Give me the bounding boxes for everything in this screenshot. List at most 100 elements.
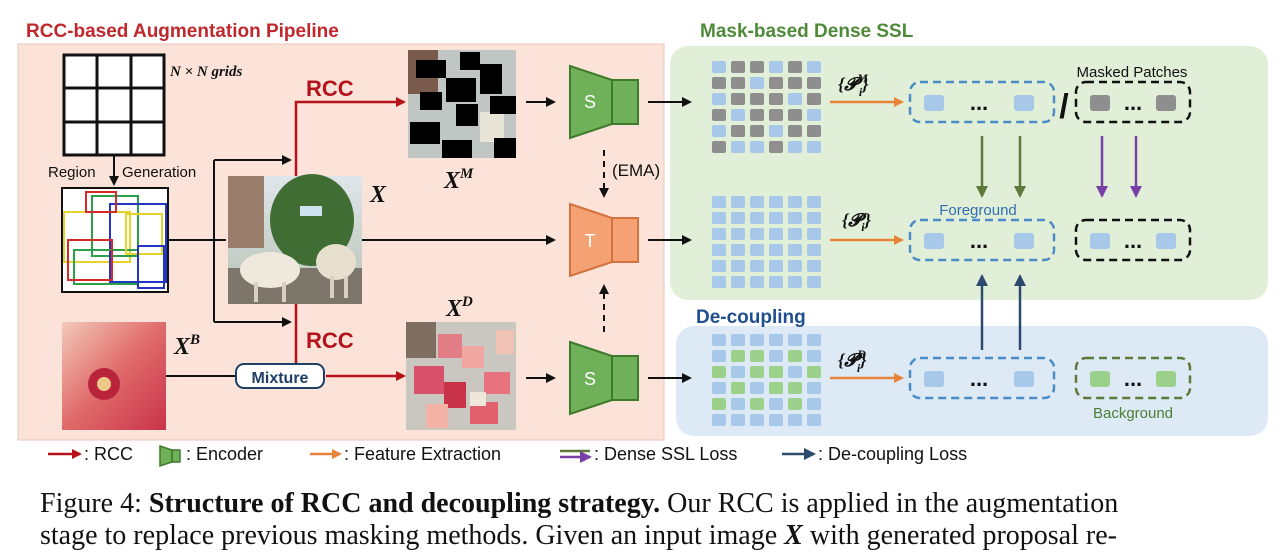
- foreground-label: Foreground: [939, 202, 1017, 219]
- student-encoder-bottom: [569, 340, 639, 416]
- ema-label: (EMA): [612, 161, 660, 180]
- patch-cell: [750, 334, 764, 346]
- patch-cell: [769, 334, 783, 346]
- patch-cell: [750, 398, 764, 410]
- patch-cell: [712, 212, 726, 224]
- patch-cell: [807, 77, 821, 89]
- patch-cell: [712, 244, 726, 256]
- patch-cell: [769, 260, 783, 272]
- patch-cell: [712, 366, 726, 378]
- patch-cell: [769, 77, 783, 89]
- patch-cell: [788, 196, 802, 208]
- patch-cell: [750, 125, 764, 137]
- grid-label: N × N grids: [169, 64, 242, 80]
- feature-box-bottom: [908, 356, 1056, 400]
- patch-cell: [712, 196, 726, 208]
- patch-cell: [750, 77, 764, 89]
- patch-cell: [750, 414, 764, 426]
- ellipsis-masked: ...: [1124, 90, 1142, 115]
- patch-cell: [712, 414, 726, 426]
- generation-label: Generation: [122, 164, 196, 181]
- student-label-top: S: [584, 92, 596, 112]
- teacher-encoder: [569, 202, 639, 278]
- masked-patches-box: [1074, 80, 1192, 124]
- mixed-image-xd: [406, 322, 516, 430]
- mixture-box: [235, 363, 325, 389]
- var-xb: XB: [173, 332, 200, 360]
- patch-cell: [712, 398, 726, 410]
- patch-cell: [750, 109, 764, 121]
- patch-cell: [769, 93, 783, 105]
- caption-line2-a: stage to replace previous masking method…: [40, 520, 785, 551]
- patch-cell: [731, 260, 745, 272]
- patch-cell: [807, 244, 821, 256]
- patch-cell: [731, 276, 745, 288]
- feature-box-middle: [908, 218, 1056, 262]
- patch-cell: [731, 212, 745, 224]
- nxn-grid: [62, 53, 166, 157]
- patch-cell: [769, 125, 783, 137]
- patch-cell: [769, 382, 783, 394]
- patch-cell: [731, 141, 745, 153]
- patch-grid-bottom: [712, 334, 821, 426]
- patch-cell: [769, 61, 783, 73]
- patch-cell: [769, 212, 783, 224]
- var-xm: XM: [443, 166, 474, 194]
- patch-cell: [807, 398, 821, 410]
- patch-cell: [788, 276, 802, 288]
- student-label-bottom: S: [584, 369, 596, 389]
- patch-cell: [788, 414, 802, 426]
- patch-cell: [788, 334, 802, 346]
- patch-cell: [731, 350, 745, 362]
- patch-cell: [731, 366, 745, 378]
- patch-cell: [712, 93, 726, 105]
- patch-cell: [788, 260, 802, 272]
- patch-cell: [750, 244, 764, 256]
- patch-cell: [788, 366, 802, 378]
- figure-caption: Figure 4: Structure of RCC and decouplin…: [40, 488, 1270, 552]
- patch-cell: [712, 334, 726, 346]
- patch-cell: [788, 125, 802, 137]
- caption-bold: Structure of RCC and decoupling strategy…: [148, 488, 661, 519]
- patch-cell: [750, 350, 764, 362]
- pipeline-title: RCC-based Augmentation Pipeline: [26, 21, 339, 42]
- legend-rcc: : RCC: [84, 444, 133, 464]
- background-box: [1074, 356, 1192, 400]
- patch-cell: [731, 125, 745, 137]
- patch-cell: [712, 109, 726, 121]
- patch-cell: [788, 109, 802, 121]
- rcc-label-top: RCC: [306, 76, 354, 101]
- patch-cell: [731, 93, 745, 105]
- slash-separator: /: [1059, 88, 1069, 126]
- patch-cell: [807, 228, 821, 240]
- patch-cell: [750, 61, 764, 73]
- legend-ssl: : Dense SSL Loss: [594, 444, 737, 464]
- patch-cell: [731, 61, 745, 73]
- patch-cell: [731, 77, 745, 89]
- var-x: X: [369, 182, 387, 208]
- region-label: Region: [48, 164, 96, 181]
- patch-cell: [750, 141, 764, 153]
- patch-cell: [731, 196, 745, 208]
- patch-cell: [788, 61, 802, 73]
- caption-line2-b: with generated proposal re-: [802, 520, 1117, 551]
- patch-cell: [731, 382, 745, 394]
- patch-cell: [788, 77, 802, 89]
- ellipsis-background: ...: [1124, 366, 1142, 391]
- caption-line-2: stage to replace previous masking method…: [40, 520, 1270, 552]
- patch-grid-middle: [712, 196, 821, 288]
- patch-cell: [712, 260, 726, 272]
- patch-cell: [807, 260, 821, 272]
- legend-feature: : Feature Extraction: [344, 444, 501, 464]
- ellipsis-bottom: ...: [970, 366, 988, 391]
- patch-cell: [788, 382, 802, 394]
- patch-cell: [807, 212, 821, 224]
- teacher-label: T: [585, 231, 596, 251]
- ssl-title: Mask-based Dense SSL: [700, 21, 914, 42]
- patch-cell: [807, 366, 821, 378]
- patch-cell: [712, 125, 726, 137]
- patch-cell: [769, 244, 783, 256]
- patch-cell: [769, 109, 783, 121]
- ellipsis-middle: ...: [970, 228, 988, 253]
